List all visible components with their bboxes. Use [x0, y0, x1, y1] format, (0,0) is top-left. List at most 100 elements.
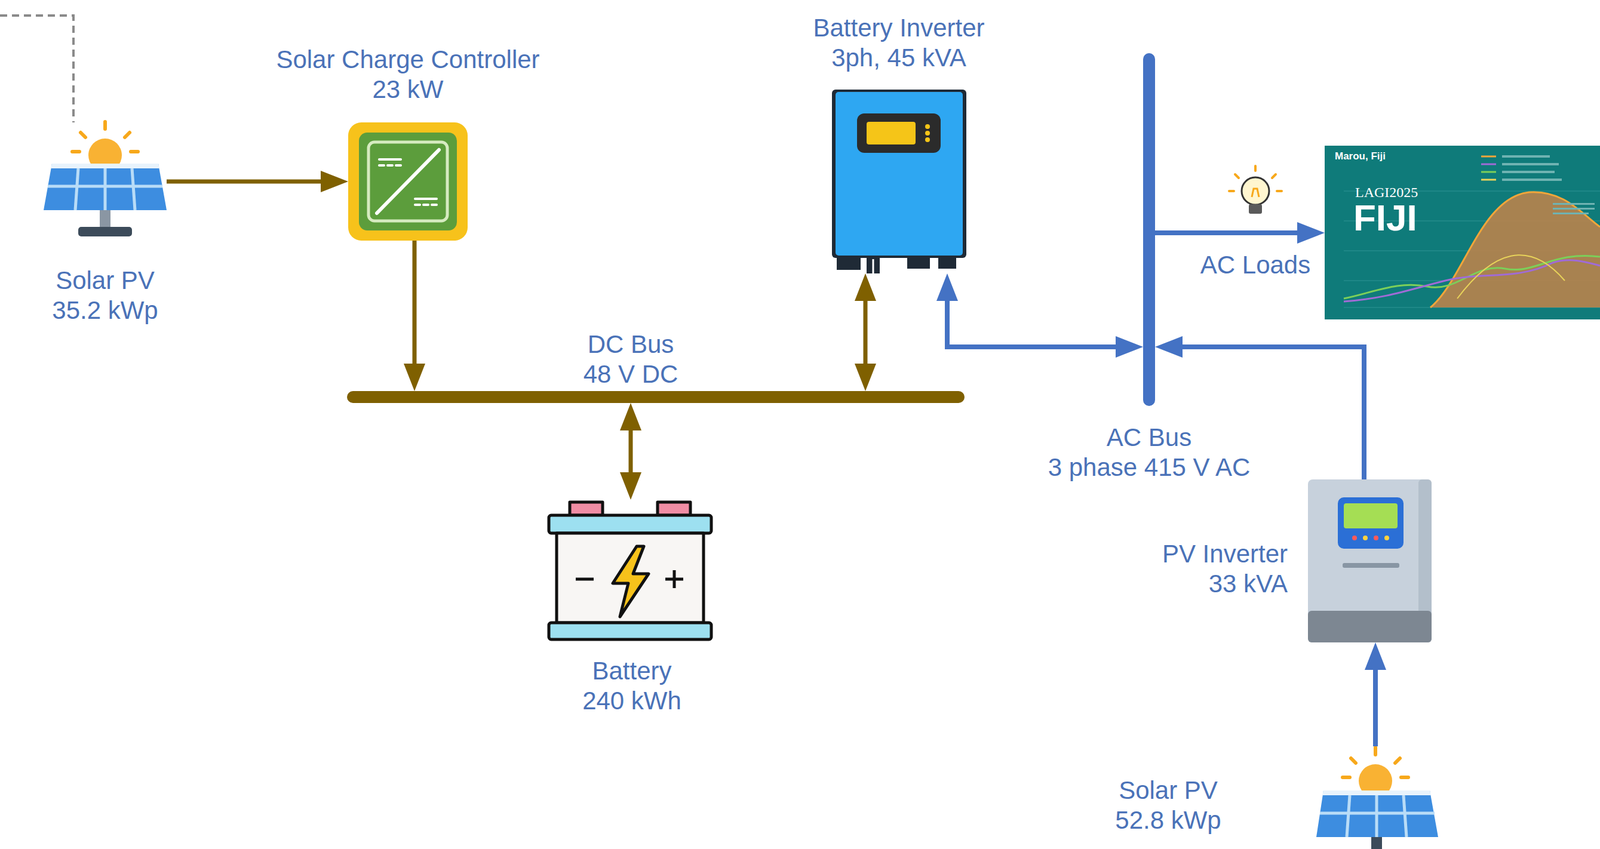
- solar-pv-icon-part-part: [124, 132, 130, 138]
- bulb-icon: [1229, 166, 1282, 214]
- solar-pv-icon-part: [78, 226, 132, 237]
- battery-inverter-icon-part: [835, 91, 963, 256]
- ac-power-line: [1155, 230, 1313, 236]
- charge-controller-icon: [348, 122, 468, 241]
- component-name: Solar Charge Controller: [275, 44, 540, 75]
- pv-inverter-icon-part: [1384, 535, 1390, 541]
- bulb-icon-part: [1248, 204, 1262, 214]
- solar-pv: Solar PV52.8 kWp: [1316, 746, 1440, 849]
- charge-controller-icon-part: [379, 159, 437, 205]
- battery: Battery240 kWh: [545, 499, 715, 643]
- battery-icon-part: [556, 533, 704, 623]
- battery-icon-part: [569, 502, 603, 516]
- battery-icon-part: [612, 546, 649, 617]
- fiji-panel-illustration: [1324, 145, 1600, 320]
- battery-inverter-icon-part: [907, 258, 930, 269]
- fiji-panel-illustration-part-part: [1552, 212, 1589, 215]
- bulb-icon-part: [1241, 177, 1270, 205]
- solar-pv-icon-part: [1371, 837, 1383, 849]
- charge-controller-icon-part-part: [423, 203, 429, 207]
- pv-inverter-icon-part: [1307, 479, 1432, 643]
- battery-icon-part: [575, 578, 594, 582]
- component-rating: FIJI: [1353, 199, 1418, 237]
- ac-bus: AC Bus3 phase 415 V AC: [1143, 53, 1156, 407]
- charge-controller-icon-part-part: [431, 203, 437, 207]
- solar-pv-icon-part: [50, 163, 160, 169]
- solar-pv: Solar PV35.2 kWp: [43, 120, 167, 245]
- component-rating: 240 kWh: [582, 686, 682, 717]
- battery-inverter: Battery Inverter3ph, 45 kVA: [831, 89, 967, 274]
- charge-controller-icon-part-part: [379, 164, 385, 167]
- component-name: DC Bus: [587, 329, 675, 360]
- battery-inverter-icon-part: [872, 259, 875, 274]
- solar-pv-icon: [1316, 747, 1439, 849]
- dc-power-line: [863, 285, 868, 380]
- bulb-icon-part-part: [1276, 189, 1282, 193]
- solar-pv-icon-part-part: [80, 132, 86, 138]
- dc-power-line: [628, 415, 634, 488]
- pv-inverter-icon: [1307, 479, 1432, 643]
- battery-icon-part: [548, 515, 712, 534]
- solar-pv-icon-part-part: [1350, 758, 1356, 764]
- fiji-panel-illustration-part-part: [1502, 155, 1550, 158]
- battery-inverter-icon: [831, 89, 967, 274]
- component-rating: 52.8 kWp: [1115, 805, 1221, 836]
- fiji-panel-illustration-part-part: [1481, 163, 1497, 166]
- battery-inverter-icon-part: [836, 258, 861, 270]
- pv-inverter-icon-part: [1342, 563, 1400, 568]
- solar-pv-icon: [43, 121, 167, 237]
- dc-bus: DC Bus48 V DC: [346, 391, 965, 404]
- component-name: Solar PV: [55, 265, 155, 296]
- charge-controller-icon-part-part: [395, 164, 401, 167]
- fiji-panel-illustration-part: [1430, 192, 1600, 308]
- pv-inverter-icon-part: [1373, 535, 1379, 541]
- solar-pv-icon-part-part: [75, 168, 79, 211]
- charge-controller-icon-part-part: [415, 197, 437, 201]
- solar-pv-icon-part-part: [131, 168, 135, 211]
- solar-pv-icon-part-part: [1342, 775, 1350, 780]
- battery-inverter-icon-part: [938, 258, 957, 269]
- fiji-panel-illustration-part-part: [1481, 179, 1497, 181]
- fiji-panel-illustration-part-part: [1552, 203, 1595, 205]
- battery-inverter-icon-part: [925, 130, 930, 136]
- solar-pv-icon-part-part: [103, 121, 107, 130]
- component-name: AC Bus: [1106, 422, 1192, 453]
- battery-icon-part: [548, 622, 712, 640]
- dc-power-line: [166, 179, 337, 184]
- fiji-panel-illustration-part-part: [1502, 178, 1562, 181]
- component-rating: 33 kVA: [1208, 569, 1288, 600]
- solar-pv-icon-part: [99, 210, 111, 227]
- battery-inverter-icon-part: [866, 121, 916, 145]
- charge-controller-icon-part: [348, 122, 468, 241]
- fiji-panel-illustration-part: [1481, 156, 1497, 180]
- component-name: Battery: [591, 656, 672, 687]
- solar-pv-icon-part-part: [130, 149, 138, 154]
- solar-pv-icon-part-part: [1403, 795, 1407, 838]
- fiji-panel-illustration-part: [1324, 145, 1600, 320]
- dc-power-line: [412, 240, 417, 380]
- pv-inverter: PV Inverter33 kVA: [1307, 479, 1432, 643]
- component-rating: 35.2 kWp: [51, 295, 158, 326]
- battery-inverter-icon-part: [831, 89, 967, 259]
- fiji-panel-illustration-part-part: [1481, 171, 1497, 174]
- component-rating: 23 kW: [372, 74, 444, 105]
- pv-inverter-icon-part: [1343, 503, 1398, 529]
- battery-icon-part: [627, 508, 633, 514]
- connectors: [166, 181, 1376, 747]
- bulb-icon-part-part: [1235, 174, 1239, 178]
- solar-pv-icon-part: [1322, 790, 1431, 796]
- battery-icon: [548, 502, 712, 640]
- solar-pv-icon-part-part: [72, 149, 80, 154]
- solar-pv-icon-part-part: [1373, 747, 1378, 755]
- solar-pv-icon-part: [1316, 790, 1439, 838]
- bulb-icon-part-part: [1254, 166, 1257, 171]
- battery-icon-part: [673, 570, 677, 589]
- fiji-panel: Marou, FijiLAGI2025FIJI: [1324, 145, 1600, 320]
- component-name: Marou, Fiji: [1334, 150, 1386, 163]
- ac-power-line: [1373, 654, 1378, 747]
- pv-inverter-icon-part: [1307, 610, 1432, 643]
- solar-pv-icon-part-part: [1375, 795, 1379, 838]
